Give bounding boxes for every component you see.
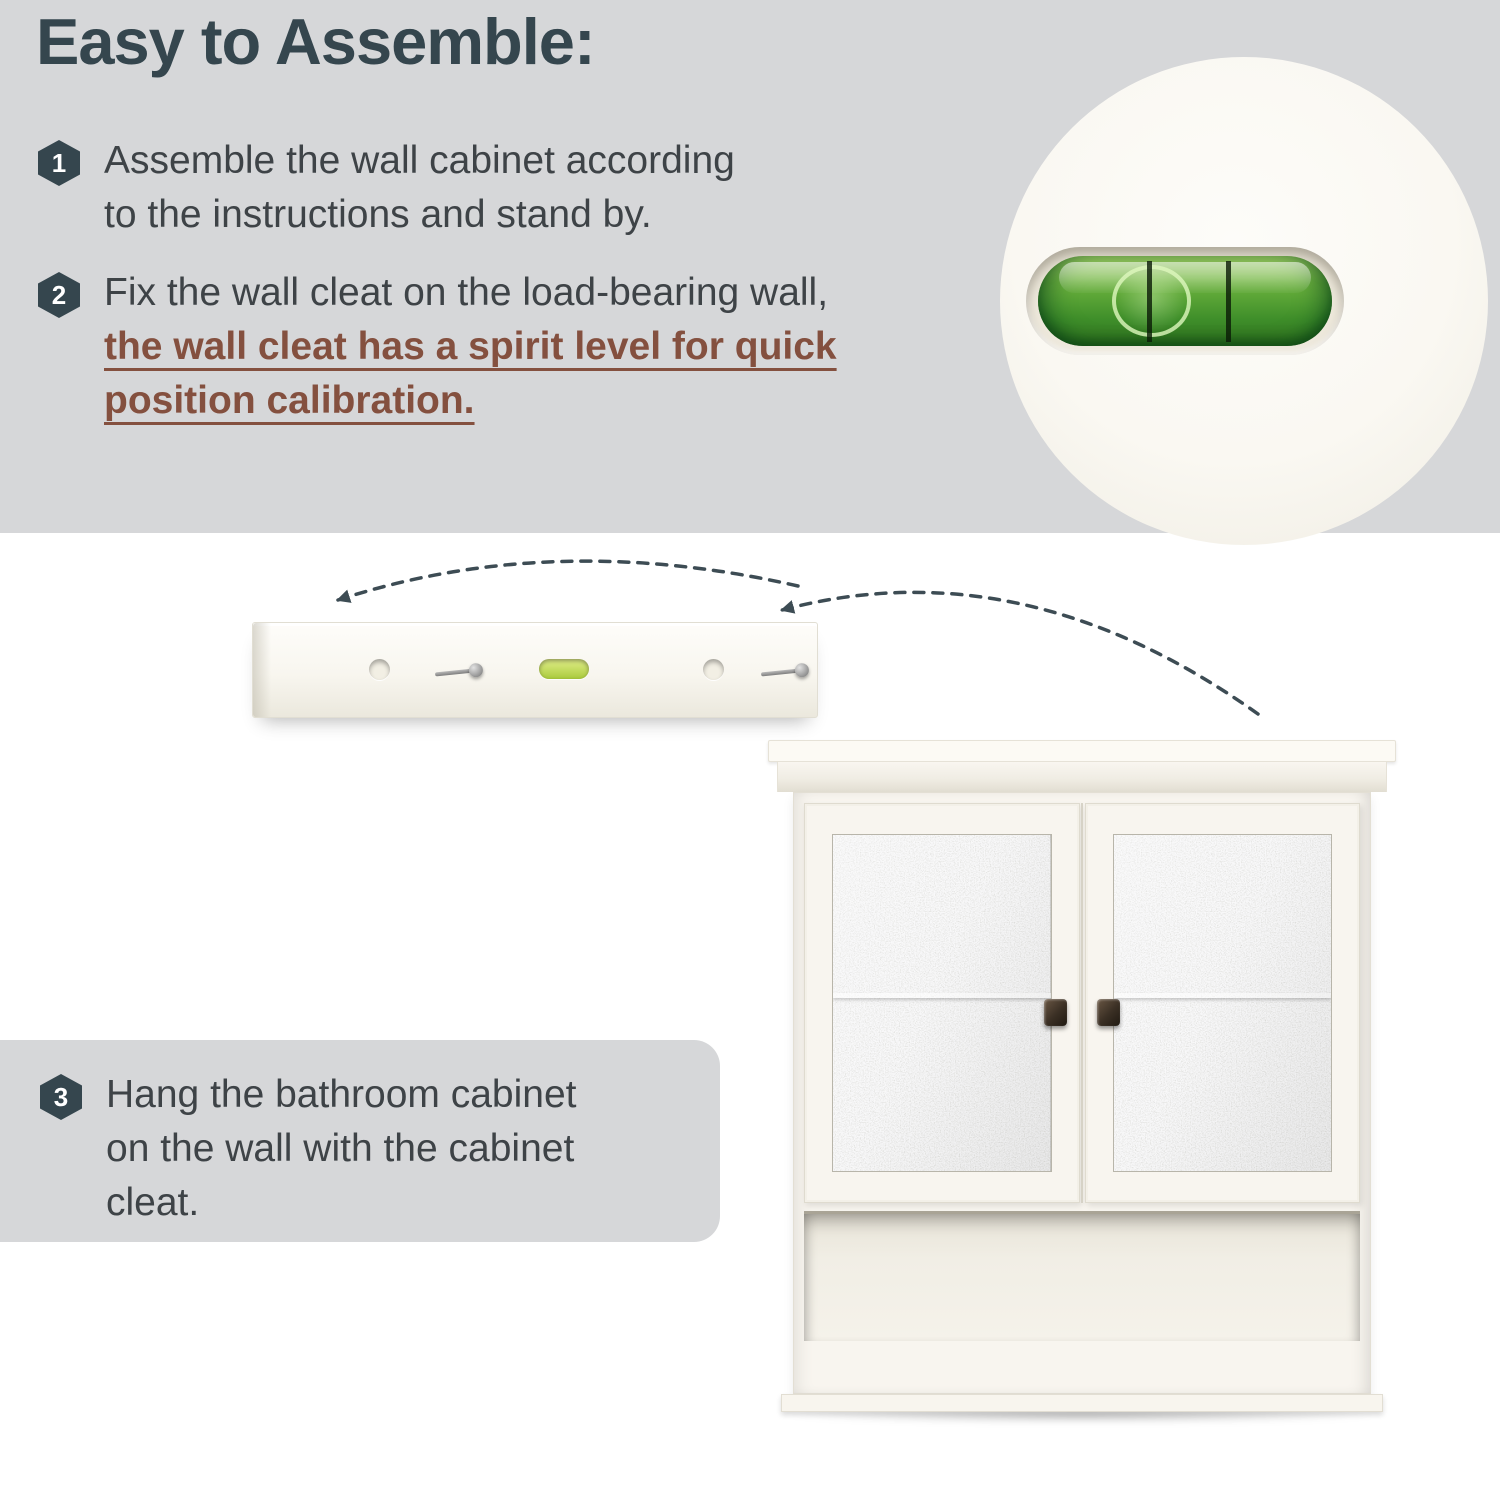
crackle-glass-texture — [833, 835, 1051, 1171]
screw-left-shaft — [434, 668, 472, 677]
step-3: 3 Hang the bathroom cabinet on the wall … — [0, 1040, 720, 1242]
step-1-badge-icon: 1 — [38, 140, 80, 186]
open-shelf-niche — [804, 1211, 1360, 1341]
step-3-badge-icon: 3 — [40, 1074, 82, 1120]
screw-right-shaft — [760, 668, 798, 677]
step-3-line-3: cleat. — [106, 1180, 200, 1224]
step-1-line-1: Assemble the wall cabinet according — [104, 139, 735, 182]
shelf-line-behind-glass — [833, 992, 1051, 998]
spirit-level-closeup-photo — [1000, 57, 1488, 545]
step-2-text: Fix the wall cleat on the load-bearing w… — [104, 266, 837, 427]
cabinet-door-left — [804, 803, 1080, 1203]
cleat-screw-hole-left — [369, 659, 390, 680]
crackle-glass-texture — [1113, 835, 1331, 1171]
step-3-number: 3 — [53, 1081, 69, 1112]
step-2-emphasis-1: the wall cleat has a spirit level for qu… — [104, 324, 837, 368]
cabinet-crown-molding — [777, 762, 1387, 792]
screw-right-head — [794, 662, 810, 678]
spirit-level-vial — [1038, 256, 1332, 346]
step-2-line-1: Fix the wall cleat on the load-bearing w… — [104, 271, 829, 314]
screw-left — [434, 662, 484, 682]
step-2-emphasis-2: position calibration. — [104, 378, 475, 422]
page-title: Easy to Assemble: — [36, 5, 596, 78]
arrow-cabinet-to-cleat — [336, 559, 800, 603]
step-3-line-1: Hang the bathroom cabinet — [106, 1073, 577, 1116]
arrow-closeup-to-cleat — [780, 590, 1260, 716]
step-1-line-2: to the instructions and stand by. — [104, 192, 652, 236]
cabinet-top-board — [768, 740, 1396, 762]
vial-mark-right — [1226, 260, 1232, 342]
cabinet-door-right — [1084, 803, 1360, 1203]
door-knob-left — [1044, 999, 1067, 1026]
glass-sheen — [1113, 835, 1331, 1171]
cabinet-doors — [804, 803, 1360, 1203]
step-2-badge-icon: 2 — [38, 272, 80, 318]
cabinet-base-trim — [781, 1394, 1383, 1412]
door-knob-right — [1097, 999, 1120, 1026]
cabinet-body — [793, 792, 1371, 1394]
cleat-spirit-level — [539, 659, 589, 679]
step-1: 1 Assemble the wall cabinet according to… — [38, 134, 735, 242]
shelf-line-behind-glass — [1113, 992, 1331, 998]
spirit-level-recess — [1026, 247, 1344, 355]
vial-mark-left — [1146, 260, 1152, 342]
step-2: 2 Fix the wall cleat on the load-bearing… — [38, 266, 837, 427]
step-3-text: Hang the bathroom cabinet on the wall wi… — [106, 1068, 576, 1242]
wall-cabinet — [768, 740, 1396, 1428]
cleat-screw-hole-right — [703, 659, 724, 680]
cleat-end-face — [253, 623, 271, 717]
door-divider — [1081, 803, 1083, 1203]
screw-right — [760, 662, 810, 682]
step-2-number: 2 — [51, 279, 67, 310]
door-glass-left — [832, 834, 1052, 1172]
step-3-line-2: on the wall with the cabinet — [106, 1126, 575, 1170]
door-glass-right — [1112, 834, 1332, 1172]
glass-sheen — [833, 835, 1051, 1171]
step-1-number: 1 — [51, 147, 67, 178]
step-1-text: Assemble the wall cabinet according to t… — [104, 134, 735, 242]
wall-cleat — [252, 622, 818, 718]
screw-left-head — [468, 662, 484, 678]
